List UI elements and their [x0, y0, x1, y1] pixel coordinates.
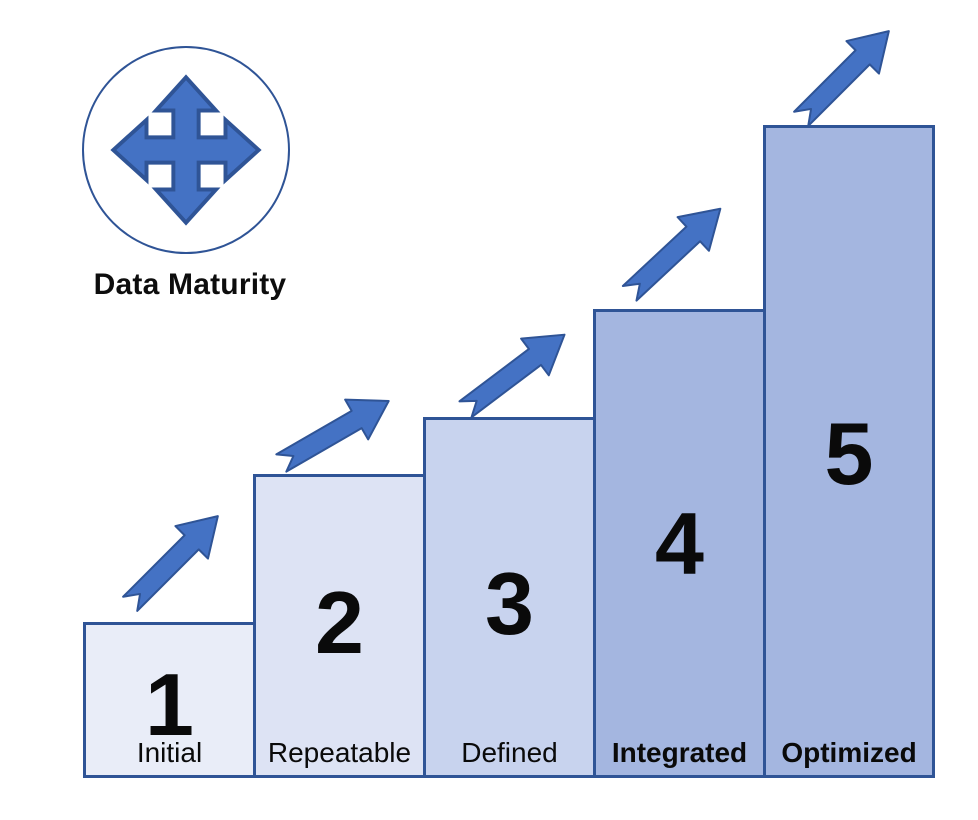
maturity-step-initial: 1 Initial — [83, 622, 256, 778]
growth-arrow-icon — [610, 188, 741, 315]
growth-arrow-icon — [781, 11, 910, 140]
diagram-title: Data Maturity — [93, 268, 287, 301]
step-number: 1 — [145, 655, 194, 754]
step-label: Initial — [136, 737, 203, 768]
step-number: 5 — [824, 404, 874, 503]
growth-arrow-icon — [266, 377, 405, 487]
step-label: Repeatable — [267, 737, 412, 768]
step-label: Optimized — [781, 737, 917, 768]
data-maturity-badge — [82, 46, 290, 254]
step-number: 3 — [485, 554, 534, 653]
maturity-step-repeatable: 2 Repeatable — [253, 474, 426, 778]
maturity-step-defined: 3 Defined — [423, 417, 596, 778]
step-label: Defined — [461, 737, 558, 768]
growth-arrow-icon — [110, 496, 239, 625]
maturity-step-optimized: 5 Optimized — [763, 125, 935, 778]
step-number: 4 — [655, 494, 704, 593]
maturity-step-integrated: 4 Integrated — [593, 309, 766, 778]
growth-arrow-icon — [447, 312, 582, 432]
step-number: 2 — [315, 573, 364, 672]
step-label: Integrated — [611, 737, 748, 768]
four-way-move-icon — [110, 74, 262, 226]
